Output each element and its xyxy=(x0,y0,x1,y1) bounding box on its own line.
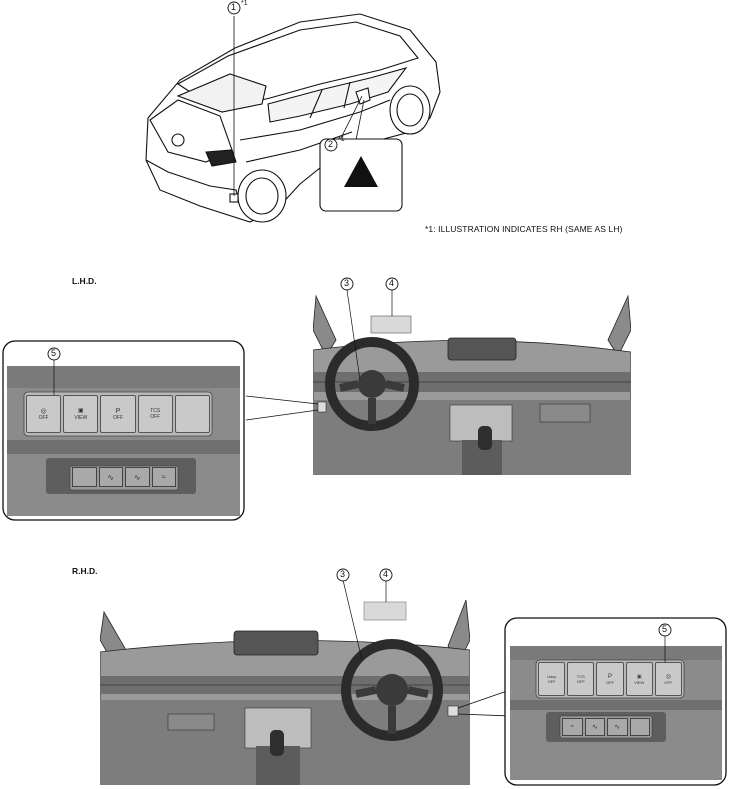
camera-icon: ▣ xyxy=(636,673,642,680)
hill-descent-icon: ◎ xyxy=(40,407,47,415)
lhd-hill-descent-switch: ◎ OFF xyxy=(26,395,62,433)
parking-sensor-icon: P xyxy=(608,673,613,680)
callout-circles-top xyxy=(227,1,338,152)
tcs-icon: TCS xyxy=(576,674,585,679)
callout-1-footnote: *1 xyxy=(241,0,248,7)
lhd-switch-label: OFF xyxy=(38,414,49,421)
lhd-blank-switch xyxy=(174,395,211,433)
rhd-switch-label: VIEW xyxy=(634,679,645,685)
callout-5-rhd: 5 xyxy=(662,624,668,634)
lhd-parking-sensor-switch: P OFF xyxy=(100,395,136,433)
seat-heater-icon xyxy=(72,467,97,487)
rhd-hill-descent-switch: ◎ OFF xyxy=(654,662,683,696)
rhd-camera-switch: ▣ VIEW xyxy=(625,662,653,696)
callout-2: 2 xyxy=(328,139,334,149)
hill-descent-icon: ◎ xyxy=(665,673,672,680)
rhd-switch-label: OFF xyxy=(547,679,556,684)
lhd-switch-label: OFF xyxy=(150,414,161,420)
rhd-switch-inset xyxy=(504,617,727,786)
rhd-switch-label: OFF xyxy=(606,679,614,685)
lhd-switch-label: VIEW xyxy=(74,414,88,421)
rhd-switch-label: OFF xyxy=(576,679,585,684)
lhd-dashboard xyxy=(245,277,631,475)
defroster-icon: ≈ xyxy=(562,718,583,736)
callout-3-lhd: 3 xyxy=(344,278,350,288)
rhd-dashboard xyxy=(100,568,511,785)
rhd-switch-label: OFF xyxy=(664,679,673,685)
seat-heater-icon xyxy=(629,718,650,736)
callout-1: 1 xyxy=(231,2,237,12)
parking-sensor-icon: P xyxy=(115,407,121,415)
callout-4-lhd: 4 xyxy=(389,278,395,288)
lhd-lower-switch-row: ∿ ∿ ≈ xyxy=(72,467,176,487)
lhd-switch-panel: ◎ OFF ▣ VIEW P OFF TCS OFF xyxy=(26,395,211,433)
rhd-lower-switch-row: ≈ ∿ ∿ xyxy=(562,718,650,736)
footnote-text: *1: ILLUSTRATION INDICATES RH (SAME AS L… xyxy=(425,224,623,234)
lhd-camera-switch: ▣ VIEW xyxy=(63,395,99,433)
view-arrow-box xyxy=(319,138,403,212)
callout-3-rhd: 3 xyxy=(340,569,346,579)
rhd-istop-switch: i-stop OFF xyxy=(538,662,566,696)
seat-heater-icon: ∿ xyxy=(125,467,150,487)
tcs-icon: TCS xyxy=(150,408,161,414)
section-title-rhd: R.H.D. xyxy=(72,566,98,576)
seat-heater-icon: ∿ xyxy=(584,718,605,736)
callout-5-lhd: 5 xyxy=(51,348,57,358)
rhd-switch-panel: i-stop OFF TCS OFF P OFF ▣ VIEW ◎ OFF xyxy=(538,662,683,696)
istop-icon: i-stop xyxy=(546,674,557,679)
defroster-icon: ≈ xyxy=(151,467,176,487)
vehicle-exterior xyxy=(145,13,441,223)
callout-2-footnote: *1 xyxy=(338,136,345,143)
seat-heater-icon: ∿ xyxy=(607,718,628,736)
callout-4-rhd: 4 xyxy=(383,569,389,579)
lhd-tcs-switch: TCS OFF xyxy=(137,395,173,433)
seat-heater-icon: ∿ xyxy=(98,467,123,487)
camera-icon: ▣ xyxy=(77,407,84,414)
rhd-tcs-switch: TCS OFF xyxy=(567,662,595,696)
rhd-parking-sensor-switch: P OFF xyxy=(596,662,624,696)
lhd-switch-label: OFF xyxy=(113,414,123,421)
leader-lines xyxy=(233,16,365,196)
view-direction-triangle xyxy=(344,156,378,187)
section-title-lhd: L.H.D. xyxy=(72,276,97,286)
